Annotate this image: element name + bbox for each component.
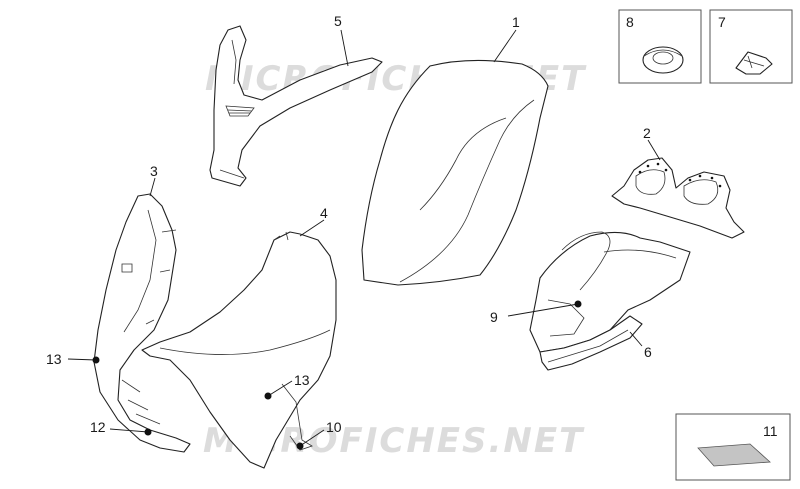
callout-13-left: 13: [46, 351, 62, 367]
part-3-left-panel: [93, 193, 191, 453]
callout-8: 8: [626, 14, 634, 30]
part-4-front-shield: [141, 231, 337, 469]
callout-5: 5: [334, 13, 342, 29]
leader-lines: [67, 29, 661, 447]
callout-2: 2: [643, 125, 651, 141]
part-5-inner-frame: [209, 25, 383, 187]
part-8-grommet-box: [618, 9, 702, 84]
part-1-windshield: [361, 59, 549, 286]
callout-4: 4: [320, 205, 328, 221]
part-6-lower-cover: [539, 315, 643, 371]
callout-12: 12: [90, 419, 106, 435]
part-7-frame: [709, 9, 793, 84]
callout-3: 3: [150, 163, 158, 179]
callout-dots: [92, 300, 582, 450]
callout-10: 10: [326, 419, 342, 435]
part-2-instrument-bracket: [611, 157, 745, 239]
callout-11: 11: [763, 423, 778, 439]
callout-13-right: 13: [294, 372, 310, 388]
part-11-pad-box: [675, 413, 791, 481]
callout-1: 1: [512, 14, 520, 30]
callout-7: 7: [718, 14, 726, 30]
part-7-clip-box: [709, 9, 793, 84]
callout-9: 9: [490, 309, 498, 325]
callout-6: 6: [644, 344, 652, 360]
